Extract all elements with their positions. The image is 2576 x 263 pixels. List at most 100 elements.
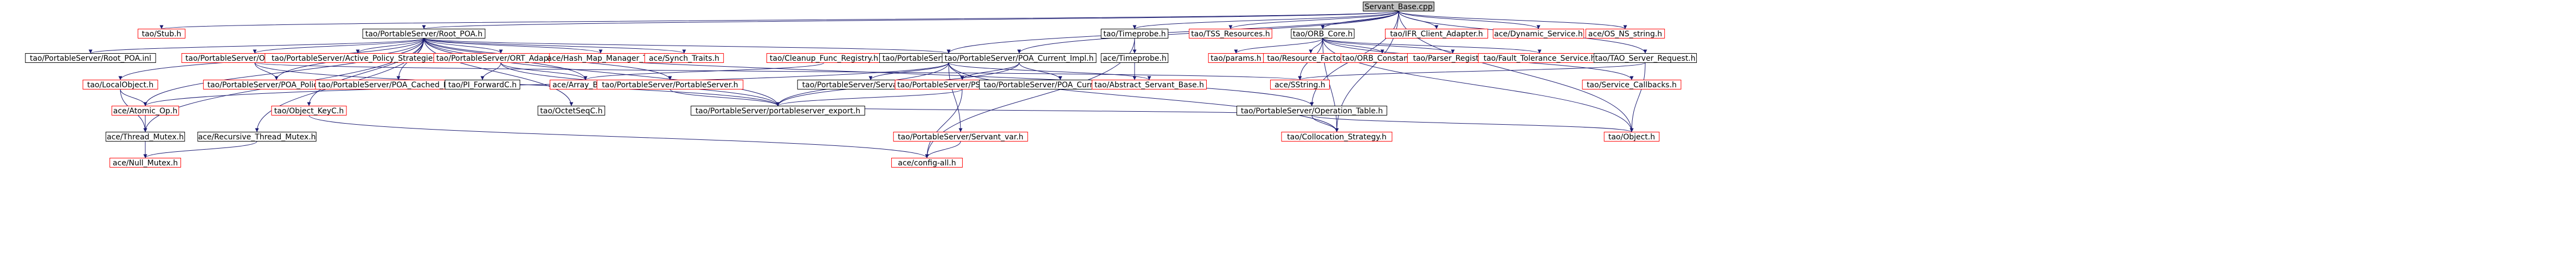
node-box xyxy=(1603,132,1660,142)
node-octetseqc[interactable]: tao/OctetSeqC.h xyxy=(537,106,606,116)
node-servicecb[interactable]: tao/Service_Callbacks.h xyxy=(1582,80,1682,90)
node-rootpoainl[interactable]: tao/PortableServer/Root_POA.inl xyxy=(25,53,156,63)
node-orbcore[interactable]: tao/ORB_Core.h xyxy=(1291,29,1355,39)
node-synchtraits[interactable]: ace/Synch_Traits.h xyxy=(644,53,724,63)
node-aceconfig[interactable]: ace/config-all.h xyxy=(891,158,963,168)
node-ifr[interactable]: tao/IFR_Client_Adapter.h xyxy=(1384,29,1489,39)
node-abstractservant[interactable]: tao/Abstract_Servant_Base.h xyxy=(1091,80,1207,90)
edge-rootpoa-to-hashmap xyxy=(423,38,603,54)
node-sstring[interactable]: ace/SString.h xyxy=(1270,80,1330,90)
node-label: tao/Object_KeyC.h xyxy=(274,107,344,116)
node-activepolicy[interactable]: tao/PortableServer/Active_Policy_Strateg… xyxy=(265,53,451,63)
node-params[interactable]: tao/params.h xyxy=(1208,53,1264,63)
edge-servantvar-to-aceconfig xyxy=(925,141,961,158)
node-box xyxy=(1091,80,1207,89)
node-threadmutex[interactable]: ace/Thread_Mutex.h xyxy=(105,132,185,142)
node-root[interactable]: Servant_Base.cpp xyxy=(1363,2,1434,12)
node-box xyxy=(25,53,156,63)
node-objectkeyc[interactable]: tao/Object_KeyC.h xyxy=(271,106,347,116)
edge-servantbase-to-collocation xyxy=(948,62,1339,132)
node-label: tao/Cleanup_Func_Registry.h xyxy=(770,54,878,63)
node-box xyxy=(105,132,185,142)
node-atomicop[interactable]: ace/Atomic_Op.h xyxy=(111,106,179,116)
node-label: ace/Synch_Traits.h xyxy=(649,54,719,63)
node-hashmap[interactable]: ace/Hash_Map_Manager_T.h xyxy=(547,53,654,63)
node-label: tao/TSS_Resources.h xyxy=(1191,30,1270,39)
node-label: tao/PortableServer/Operation_Table.h xyxy=(1241,107,1383,116)
node-box xyxy=(891,158,963,168)
node-label: ace/OS_NS_string.h xyxy=(1588,30,1662,39)
node-label: ace/Hash_Map_Manager_T.h xyxy=(547,54,654,63)
node-timeprobe_tao[interactable]: tao/Timeprobe.h xyxy=(1100,29,1169,39)
edge-rootpoa-to-servantbase xyxy=(423,38,951,54)
node-label: tao/PortableServer/POA_Policy_Set.h xyxy=(207,81,345,89)
node-faulttol[interactable]: tao/Fault_Tolerance_Service.h xyxy=(1478,53,1601,63)
node-piforwardc[interactable]: tao/PI_ForwardC.h xyxy=(445,80,520,90)
edge-opertable-to-collocation xyxy=(1311,115,1339,132)
node-collocation[interactable]: tao/Collocation_Strategy.h xyxy=(1281,132,1393,142)
node-box xyxy=(1291,29,1355,39)
node-dynservice[interactable]: ace/Dynamic_Service.h xyxy=(1492,29,1585,39)
edge-orbcore-to-resfactory xyxy=(1309,38,1323,54)
node-acetimeprobe[interactable]: ace/Timeprobe.h xyxy=(1100,53,1169,63)
node-label: tao/TAO_Server_Request.h xyxy=(1595,54,1695,63)
node-servantvar[interactable]: tao/PortableServer/Servant_var.h xyxy=(893,132,1028,142)
node-label: tao/Service_Callbacks.h xyxy=(1587,81,1677,89)
node-taoobject[interactable]: tao/Object.h xyxy=(1603,132,1660,142)
node-poacached[interactable]: tao/PortableServer/POA_Cached_Policies.h xyxy=(315,80,482,90)
node-cleanupfunc[interactable]: tao/Cleanup_Func_Registry.h xyxy=(766,53,882,63)
edge-rootpoa-to-atomicop xyxy=(143,38,424,106)
edge-poacurrentimpl-to-poacurrentinl xyxy=(1019,62,1062,80)
edge-psforwardc-to-aceconfig xyxy=(925,89,963,158)
edge-orbcore-to-params xyxy=(1234,38,1323,54)
node-box xyxy=(1582,80,1682,89)
node-label: ace/Timeprobe.h xyxy=(1103,54,1167,63)
node-osns[interactable]: ace/OS_NS_string.h xyxy=(1585,29,1665,39)
node-resfactory[interactable]: tao/Resource_Factory.h xyxy=(1263,53,1358,63)
node-opertable[interactable]: tao/PortableServer/Operation_Table.h xyxy=(1237,106,1387,116)
node-label: Servant_Base.cpp xyxy=(1364,3,1433,11)
node-label: tao/PortableServer/POA_Current_Impl.h xyxy=(945,54,1094,63)
edge-rootpoa-to-activepolicy xyxy=(356,38,424,54)
node-box xyxy=(691,106,865,116)
node-portableserverh[interactable]: tao/PortableServer/PortableServer.h xyxy=(596,80,744,90)
node-serverreq[interactable]: tao/TAO_Server_Request.h xyxy=(1593,53,1697,63)
node-label: tao/PortableServer/Servant_var.h xyxy=(898,133,1023,142)
node-box xyxy=(1189,29,1272,39)
node-localobject[interactable]: tao/LocalObject.h xyxy=(82,80,158,90)
node-box xyxy=(1281,132,1393,142)
edge-objectkeyc-to-aceconfig xyxy=(308,115,929,158)
node-poacurrentimpl[interactable]: tao/PortableServer/POA_Current_Impl.h xyxy=(942,53,1097,63)
edge-root-to-stub xyxy=(160,11,1399,29)
node-label: tao/params.h xyxy=(1210,54,1261,63)
node-rootpoa[interactable]: tao/PortableServer/Root_POA.h xyxy=(362,29,486,39)
node-label: tao/PortableServer/portableserver_export… xyxy=(695,107,860,116)
node-box xyxy=(111,106,179,116)
edge-objadapter-to-poapolicyset xyxy=(254,62,279,80)
node-poapolicyset[interactable]: tao/PortableServer/POA_Policy_Set.h xyxy=(203,80,350,90)
node-parserreg[interactable]: tao/Parser_Registry.h xyxy=(1407,53,1499,63)
node-label: tao/PortableServer/Active_Policy_Strateg… xyxy=(272,54,444,63)
node-nullmutex[interactable]: ace/Null_Mutex.h xyxy=(110,158,181,168)
node-oriadapter[interactable]: tao/PortableServer/ORT_Adapter.h xyxy=(433,53,569,63)
node-label: ace/Thread_Mutex.h xyxy=(107,133,184,142)
edge-opertable-to-taoobject xyxy=(1311,115,1634,132)
node-box xyxy=(362,29,486,39)
node-label: tao/Timeprobe.h xyxy=(1103,30,1165,39)
node-stub[interactable]: tao/Stub.h xyxy=(138,29,185,39)
edge-servantbase-to-servantvar xyxy=(948,62,963,132)
node-recursivemutex[interactable]: ace/Recursive_Thread_Mutex.h xyxy=(197,132,317,142)
node-tss[interactable]: tao/TSS_Resources.h xyxy=(1189,29,1272,39)
edge-root-to-timeprobe_tao xyxy=(1132,11,1399,29)
node-orbconstants[interactable]: tao/ORB_Constants.h xyxy=(1341,53,1424,63)
edge-poacurrentimpl-to-psforwardc xyxy=(960,62,1020,80)
node-psexport[interactable]: tao/PortableServer/portableserver_export… xyxy=(691,106,865,116)
edge-root-to-dynservice xyxy=(1398,11,1541,29)
node-label: tao/PortableServer/Root_POA.inl xyxy=(30,54,151,63)
edge-servantbase-to-servantbaseinl xyxy=(868,62,949,80)
node-box xyxy=(1237,106,1387,116)
edge-localobject-to-atomicop xyxy=(120,89,147,106)
edge-root-to-tss xyxy=(1228,11,1399,29)
edge-oriadapter-to-piforwardc xyxy=(480,62,501,80)
